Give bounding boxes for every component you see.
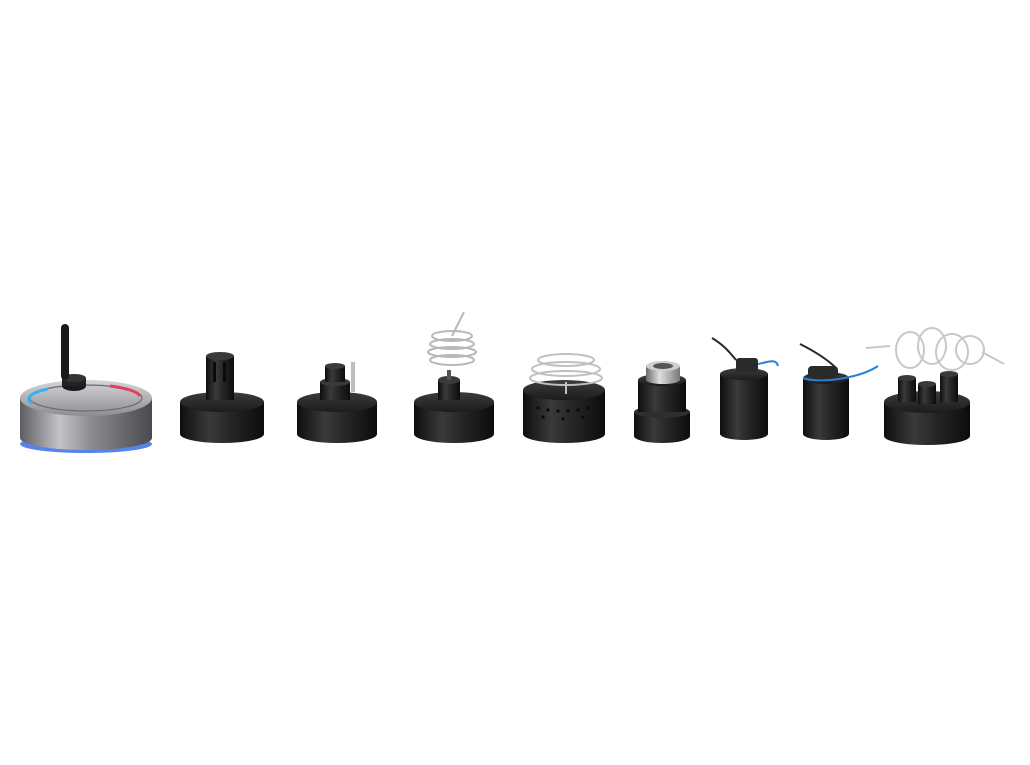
cylinder-with-blue-cable-icon (799, 343, 879, 440)
base-station-with-antenna-icon (20, 324, 152, 453)
perforated-base-with-coil-icon (523, 353, 605, 443)
base-with-post-and-pin-icon (297, 362, 377, 443)
cylinder-with-cable-icon (711, 337, 779, 440)
multi-port-base-with-coils-icon (865, 327, 1005, 445)
base-with-slotted-probe-icon (180, 352, 264, 443)
flanged-connector-body-icon (634, 361, 690, 443)
base-with-single-coil-icon (414, 311, 494, 443)
